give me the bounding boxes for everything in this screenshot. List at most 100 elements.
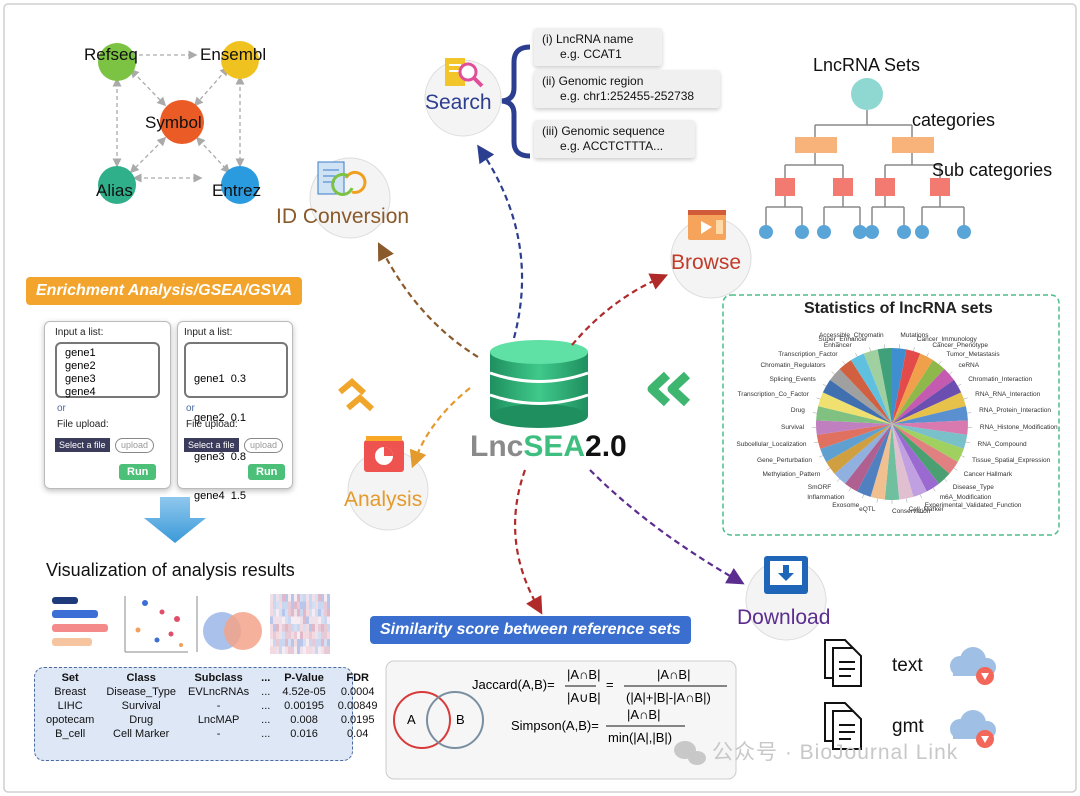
- heatmap-cell: [321, 631, 324, 639]
- text-format-label: text: [892, 655, 923, 676]
- pie-slice: [892, 424, 958, 474]
- heatmap-cell: [270, 594, 273, 602]
- statistics-title: Statistics of lncRNA sets: [804, 300, 993, 317]
- heatmap-cell: [309, 639, 312, 647]
- jaccard-formula-name: Jaccard(A,B)=: [472, 677, 555, 692]
- pie-label: RNA_Histone_Modification: [979, 424, 1058, 432]
- select-file-button[interactable]: Select a file: [55, 438, 110, 452]
- download-tray-icon: [764, 556, 808, 594]
- pie-slice: [892, 424, 964, 462]
- heatmap-cell: [309, 609, 312, 617]
- heatmap-cell: [300, 624, 303, 632]
- pie-label: Conservation: [892, 508, 931, 515]
- heatmap-cell: [321, 609, 324, 617]
- heatmap-cell: [294, 616, 297, 624]
- heatmap-cell: [300, 631, 303, 639]
- upload-button[interactable]: upload: [115, 438, 155, 453]
- heatmap-cell: [321, 594, 324, 602]
- heatmap-cell: [288, 639, 291, 647]
- pie-label: Experimental_Validated_Function: [924, 501, 1022, 509]
- pie-label: Disease_Type: [952, 483, 994, 491]
- heatmap-cell: [315, 609, 318, 617]
- pie-leader-line: [957, 383, 962, 387]
- heatmap-cell: [324, 631, 327, 639]
- heatmap-cell: [291, 594, 294, 602]
- heatmap-cell: [309, 601, 312, 609]
- pie-leader-line: [826, 467, 831, 471]
- pie-label: RNA_RNA_Interaction: [975, 391, 1041, 399]
- watermark: 公众号 · BioJournal Link: [712, 741, 959, 764]
- ranked-list-input[interactable]: gene1 0.3 gene2 0.1 gene3 0.8 gene4 1.5: [184, 342, 288, 502]
- heatmap-cell: [306, 639, 309, 647]
- heatmap-cell: [285, 616, 288, 624]
- heatmap-cell: [294, 609, 297, 617]
- heatmap-cell: [279, 609, 282, 617]
- jaccard-numerator: |A∩B|: [567, 667, 601, 682]
- heatmap-cell: [297, 594, 300, 602]
- pie-slice: [892, 353, 934, 424]
- pie-slice: [892, 348, 907, 424]
- pie-leader-line: [855, 352, 858, 357]
- pie-slice: [857, 424, 892, 497]
- heatmap-cell: [318, 646, 321, 654]
- run-button[interactable]: Run: [119, 464, 157, 480]
- text-file-icon: [824, 639, 862, 687]
- simpson-denominator: min(|A|,|B|): [608, 730, 673, 745]
- pie-leader-line: [819, 455, 823, 458]
- heatmap-cell: [327, 631, 330, 639]
- run-button[interactable]: Run: [248, 464, 286, 480]
- heatmap-cell: [276, 624, 279, 632]
- pie-label: SmORF: [807, 483, 832, 491]
- enrichment-banner: Enrichment Analysis/GSEA/GSVA: [26, 277, 303, 305]
- heatmap-cell: [321, 646, 324, 654]
- heatmap-cell: [285, 594, 288, 602]
- heatmap-cell: [318, 601, 321, 609]
- heatmap-cell: [288, 624, 291, 632]
- heatmap-cell: [270, 616, 273, 624]
- simpson-formula-name: Simpson(A,B)=: [511, 718, 599, 733]
- heatmap-cell: [282, 631, 285, 639]
- heatmap-cell: [270, 639, 273, 647]
- select-file-button[interactable]: Select a file: [184, 438, 239, 452]
- heatmap-cell: [285, 624, 288, 632]
- heatmap-cell: [273, 631, 276, 639]
- similarity-banner: Similarity score between reference sets: [370, 616, 691, 644]
- pie-label: Cancer_Immunology: [916, 335, 977, 343]
- heatmap-cell: [276, 594, 279, 602]
- heatmap-cell: [309, 646, 312, 654]
- heatmap-cell: [291, 601, 294, 609]
- heatmap-cell: [300, 609, 303, 617]
- pie-label: Subcellular_Localization: [736, 440, 807, 448]
- pie-slice: [845, 424, 892, 492]
- heatmap-cell: [282, 601, 285, 609]
- refseq-label: Refseq: [84, 45, 138, 64]
- lncsea-brand: LncSEA2.0: [470, 430, 627, 463]
- heatmap-cell: [291, 646, 294, 654]
- venn-label-a: A: [407, 712, 416, 727]
- upload-button[interactable]: upload: [244, 438, 284, 453]
- heatmap-cell: [294, 646, 297, 654]
- pie-slice: [863, 349, 892, 424]
- pie-label: Cell_Marker: [908, 506, 944, 514]
- pie-label: Transcription_Factor: [778, 350, 838, 358]
- heatmap-cell: [285, 639, 288, 647]
- heatmap-cell: [291, 639, 294, 647]
- presentation-chart-icon: [364, 436, 404, 472]
- heatmap-cell: [306, 594, 309, 602]
- pie-leader-line: [926, 352, 929, 357]
- browse-title: Browse: [671, 251, 742, 274]
- pie-leader-line: [876, 498, 878, 503]
- hierarchy-categories-label: categories: [912, 110, 996, 130]
- heatmap-cell: [309, 624, 312, 632]
- heatmap-cell: [312, 646, 315, 654]
- heatmap-cell: [315, 601, 318, 609]
- gene-list-input[interactable]: gene1 gene2 gene3 gene4: [55, 342, 160, 398]
- pie-leader-line: [965, 441, 970, 444]
- heatmap-cell: [276, 601, 279, 609]
- pie-slice: [822, 379, 892, 424]
- search-option-sequence: (iii) Genomic sequence e.g. ACCTCTTTA...: [534, 120, 695, 158]
